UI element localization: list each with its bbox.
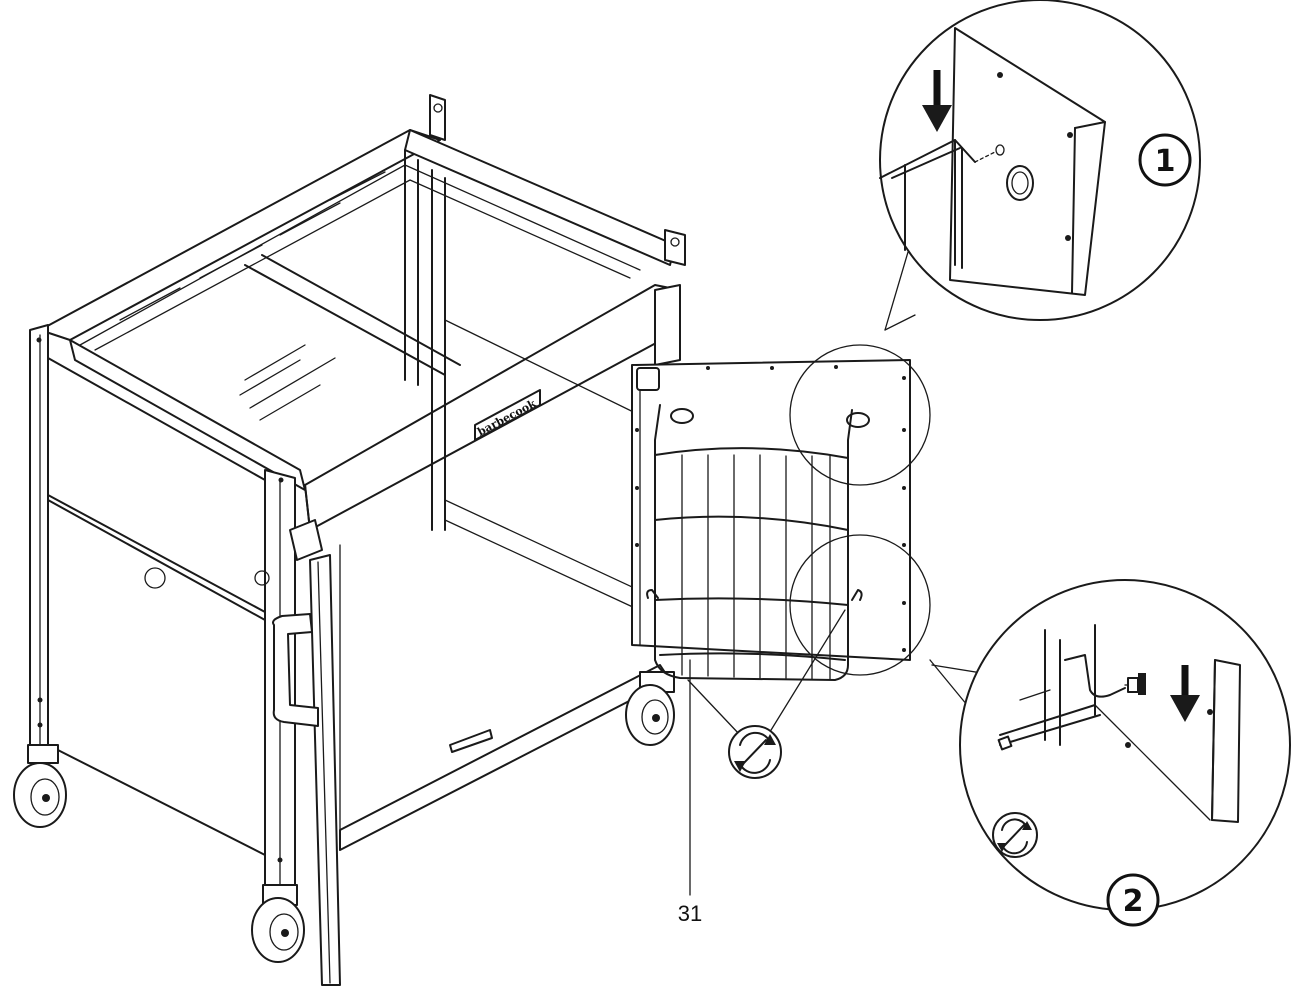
wheel-front	[251, 884, 305, 963]
part-number-label: 31	[678, 901, 702, 926]
cart-frame	[29, 94, 686, 896]
side-panel	[631, 359, 911, 661]
cart-door	[272, 554, 341, 986]
down-arrow-icon	[1170, 665, 1200, 722]
step-one-number: 1	[1155, 144, 1176, 179]
wheel-left	[13, 744, 67, 828]
caster-wheels	[13, 671, 675, 963]
detail-circle-top	[789, 0, 1201, 486]
wire-basket	[646, 404, 863, 681]
rail-slots	[119, 171, 386, 421]
step-two-number: 2	[1123, 884, 1144, 919]
screwdriver-icon	[992, 812, 1038, 858]
screwdriver-icon	[687, 609, 846, 779]
step-two-badge: 2	[1106, 873, 1160, 927]
basket-wires	[681, 454, 831, 680]
detail-circle-bottom	[789, 534, 1291, 911]
door-handle	[272, 613, 319, 727]
down-arrow-icon	[922, 70, 952, 132]
panel-screw-holes	[635, 365, 906, 652]
wheel-right	[625, 671, 675, 746]
step-one-badge: 1	[1138, 133, 1192, 187]
